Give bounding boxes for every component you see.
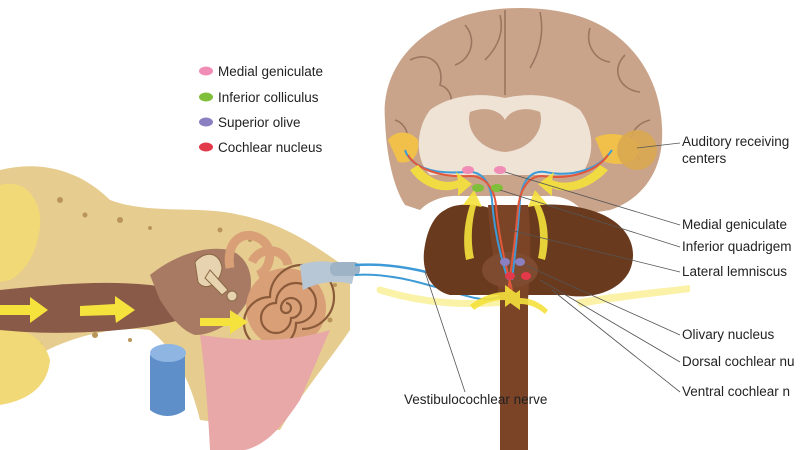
label-olivary-nucleus: Olivary nucleus xyxy=(682,327,775,342)
label-auditory-receiving: Auditory receiving xyxy=(682,134,789,149)
superior-olive-right xyxy=(515,258,525,266)
brainstem xyxy=(488,205,531,450)
ossicles xyxy=(194,253,238,302)
inferior-colliculus-left xyxy=(472,184,484,192)
label-vestibulocochlear-nerve: Vestibulocochlear nerve xyxy=(404,392,547,407)
auditory-pathways xyxy=(404,149,613,293)
label-centers: centers xyxy=(682,151,727,166)
legend-item-cochlear-nucleus: Cochlear nucleus xyxy=(199,140,323,155)
label-lateral-lemniscus: Lateral lemniscus xyxy=(682,264,787,279)
legend-item-superior-olive: Superior olive xyxy=(199,115,301,130)
medial-geniculate-left xyxy=(462,166,474,174)
label-dorsal-cochlear: Dorsal cochlear nu xyxy=(682,354,795,369)
legend-label: Superior olive xyxy=(218,115,301,130)
ventricles xyxy=(469,109,541,152)
eustachian-tube xyxy=(150,344,186,416)
legend-item-medial-geniculate: Medial geniculate xyxy=(199,64,323,79)
label-inferior-quadrigeminal: Inferior quadrigem xyxy=(682,239,792,254)
brain-coronal-section xyxy=(384,7,690,450)
semicircular-canals xyxy=(224,230,293,280)
label-ventral-cochlear: Ventral cochlear n xyxy=(682,384,790,399)
legend-label: Medial geniculate xyxy=(218,64,323,79)
inferior-colliculus-right xyxy=(491,184,503,192)
fatty-tissue xyxy=(0,183,41,282)
cochlear-nucleus-left xyxy=(505,272,515,280)
legend-swatch xyxy=(199,117,213,127)
fatty-tissue-lower xyxy=(0,329,50,405)
legend-item-inferior-colliculus: Inferior colliculus xyxy=(199,90,319,105)
nuclei-markers xyxy=(462,166,531,280)
auditory-receiving-center xyxy=(617,130,657,170)
medial-geniculate-right xyxy=(494,166,506,174)
legend-label: Cochlear nucleus xyxy=(218,140,323,155)
legend-swatch xyxy=(199,66,213,76)
legend: Medial geniculate Inferior colliculus Su… xyxy=(199,64,323,155)
callout-leaders xyxy=(424,142,681,393)
cochlear-nucleus-right xyxy=(521,272,531,280)
legend-swatch xyxy=(199,92,213,102)
nerve-bundle xyxy=(300,261,360,290)
soft-tissue xyxy=(200,330,330,450)
sound-arrows-brain xyxy=(410,165,690,314)
legend-label: Inferior colliculus xyxy=(218,90,319,105)
sound-arrow-stream xyxy=(376,286,509,308)
auditory-cortex-left xyxy=(388,132,419,163)
callout-labels: Auditory receiving centers Medial genicu… xyxy=(404,134,795,407)
legend-swatch xyxy=(199,142,213,152)
ear-cross-section xyxy=(0,166,360,450)
superior-olive-left xyxy=(500,258,510,266)
middle-ear-cavity xyxy=(150,248,251,335)
sound-arrows-ear xyxy=(0,296,248,334)
label-medial-geniculate: Medial geniculate xyxy=(682,217,787,232)
